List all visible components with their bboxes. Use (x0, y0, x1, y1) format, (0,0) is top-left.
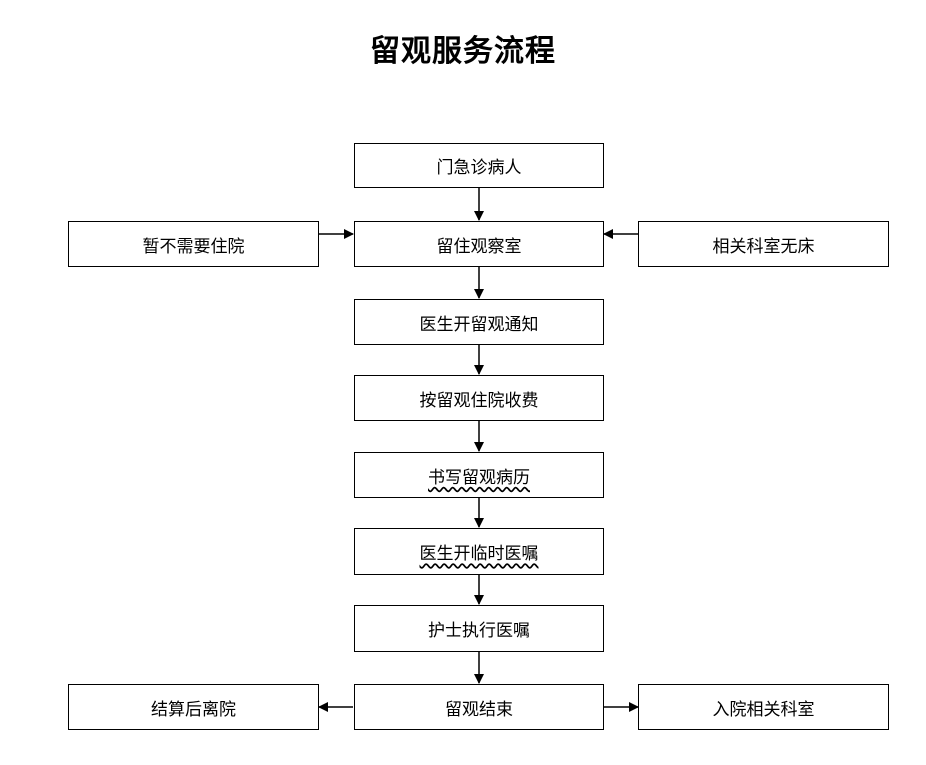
node-observation-room-label: 留住观察室 (436, 236, 522, 257)
node-end: 留观结束 (354, 684, 604, 730)
node-doctor-notice: 医生开留观通知 (354, 299, 604, 345)
node-admit-dept: 入院相关科室 (638, 684, 889, 730)
node-settle-leave-label: 结算后离院 (151, 699, 236, 720)
node-record-label: 书写留观病历 (428, 467, 530, 488)
node-no-hospitalization: 暂不需要住院 (68, 221, 319, 267)
node-no-hospitalization-label: 暂不需要住院 (142, 236, 245, 257)
node-doctor-notice-label: 医生开留观通知 (419, 314, 539, 335)
node-charge: 按留观住院收费 (354, 375, 604, 421)
node-settle-leave: 结算后离院 (68, 684, 319, 730)
node-dept-no-bed: 相关科室无床 (638, 221, 889, 267)
node-end-label: 留观结束 (445, 699, 513, 720)
node-temp-order: 医生开临时医嘱 (354, 528, 604, 575)
node-nurse-execute: 护士执行医嘱 (354, 605, 604, 652)
node-patient: 门急诊病人 (354, 143, 604, 188)
node-patient-label: 门急诊病人 (436, 158, 522, 178)
node-observation-room: 留住观察室 (354, 221, 604, 267)
node-dept-no-bed-label: 相关科室无床 (712, 236, 815, 257)
node-temp-order-label: 医生开临时医嘱 (419, 544, 539, 564)
node-record: 书写留观病历 (354, 452, 604, 498)
node-charge-label: 按留观住院收费 (419, 390, 539, 411)
node-nurse-execute-label: 护士执行医嘱 (428, 621, 530, 641)
diagram-title: 留观服务流程 (370, 34, 556, 69)
node-admit-dept-label: 入院相关科室 (712, 699, 815, 720)
